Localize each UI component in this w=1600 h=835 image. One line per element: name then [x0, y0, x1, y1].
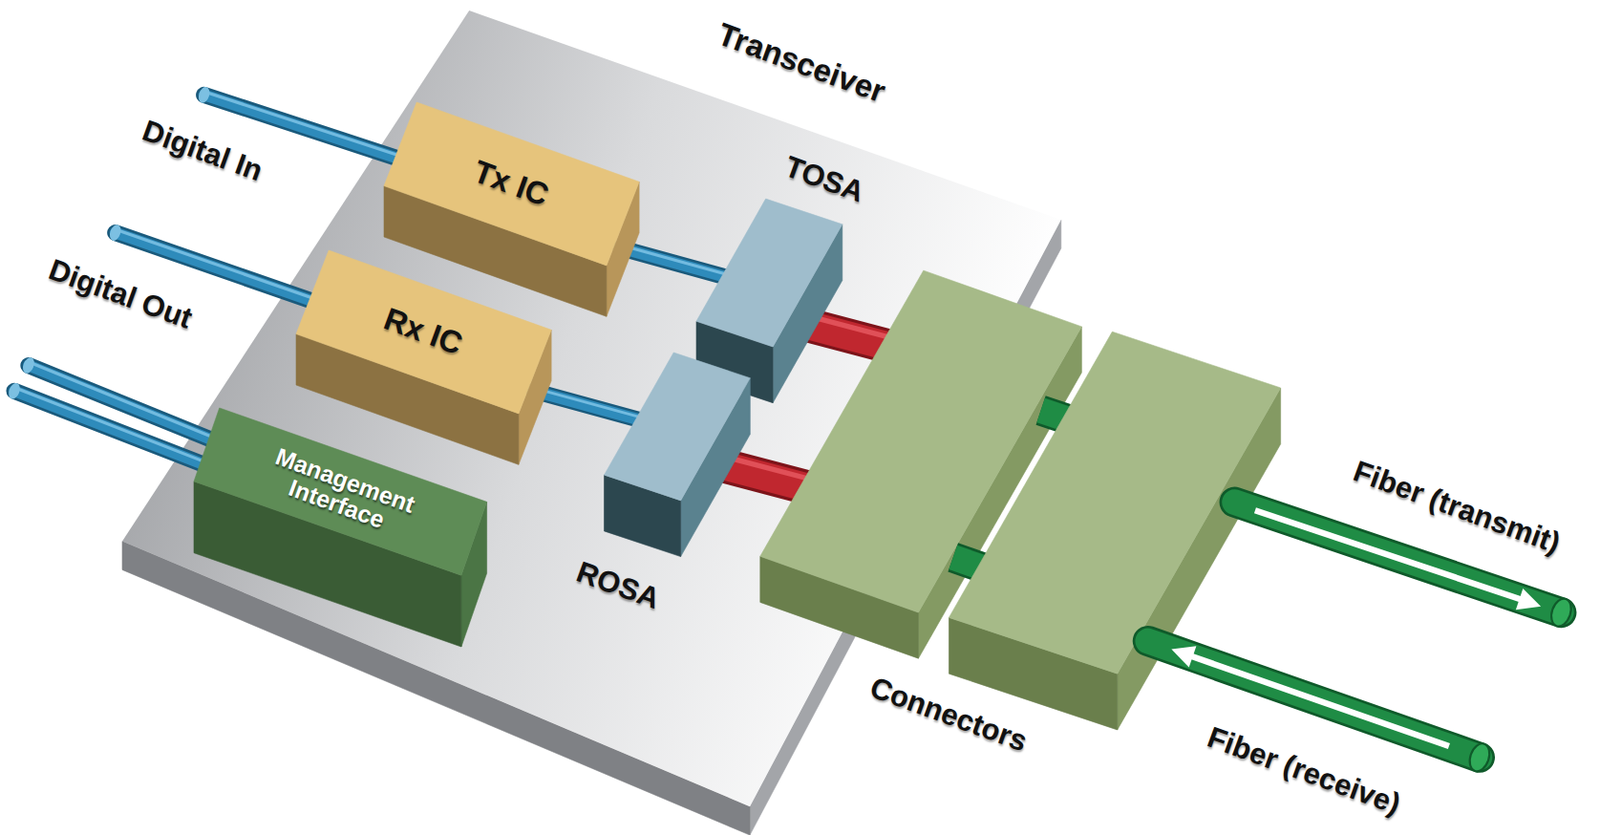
wire-cap	[196, 85, 212, 106]
management-block: Management Interface	[193, 407, 488, 647]
wire-outline	[14, 390, 230, 475]
wire-highlight	[15, 387, 230, 472]
optical-subassembly: ROSA	[566, 352, 750, 613]
wire-stroke	[533, 390, 642, 421]
signal-wire	[533, 387, 642, 421]
wire-stroke	[619, 248, 727, 278]
direction-arrowhead	[1171, 645, 1196, 667]
box-face	[193, 407, 488, 576]
box-face	[384, 102, 640, 266]
wire-stroke	[533, 390, 642, 421]
management-block-shape	[193, 407, 488, 647]
fiber-end	[1466, 741, 1494, 775]
wire-cap	[107, 223, 124, 243]
fiber-end	[1547, 596, 1575, 630]
fiber-receive	[1148, 640, 1494, 774]
part-label: Digital Out	[44, 253, 197, 336]
optical-subassembly: TOSA	[696, 152, 878, 404]
wire-cap	[6, 381, 22, 401]
wire-cap	[21, 356, 37, 376]
management-wire	[6, 381, 230, 475]
signal-wire	[619, 245, 727, 278]
wire-stroke	[619, 245, 727, 276]
node-label: TOSA	[780, 149, 869, 209]
direction-arrowhead	[1515, 588, 1541, 610]
wire-stroke	[533, 387, 642, 418]
port-highlight	[719, 455, 816, 482]
fiber-outline	[1148, 640, 1480, 758]
part-label: Digital In	[137, 114, 267, 189]
ic-block-shape	[296, 250, 552, 465]
node-label: ROSA	[572, 555, 664, 617]
wire-body	[14, 390, 230, 475]
node-label: Transceiver	[712, 17, 890, 110]
ic-block: Rx IC	[296, 250, 552, 465]
wire-stroke	[619, 248, 727, 278]
box-face	[296, 250, 552, 414]
fiber-body	[1148, 640, 1480, 758]
